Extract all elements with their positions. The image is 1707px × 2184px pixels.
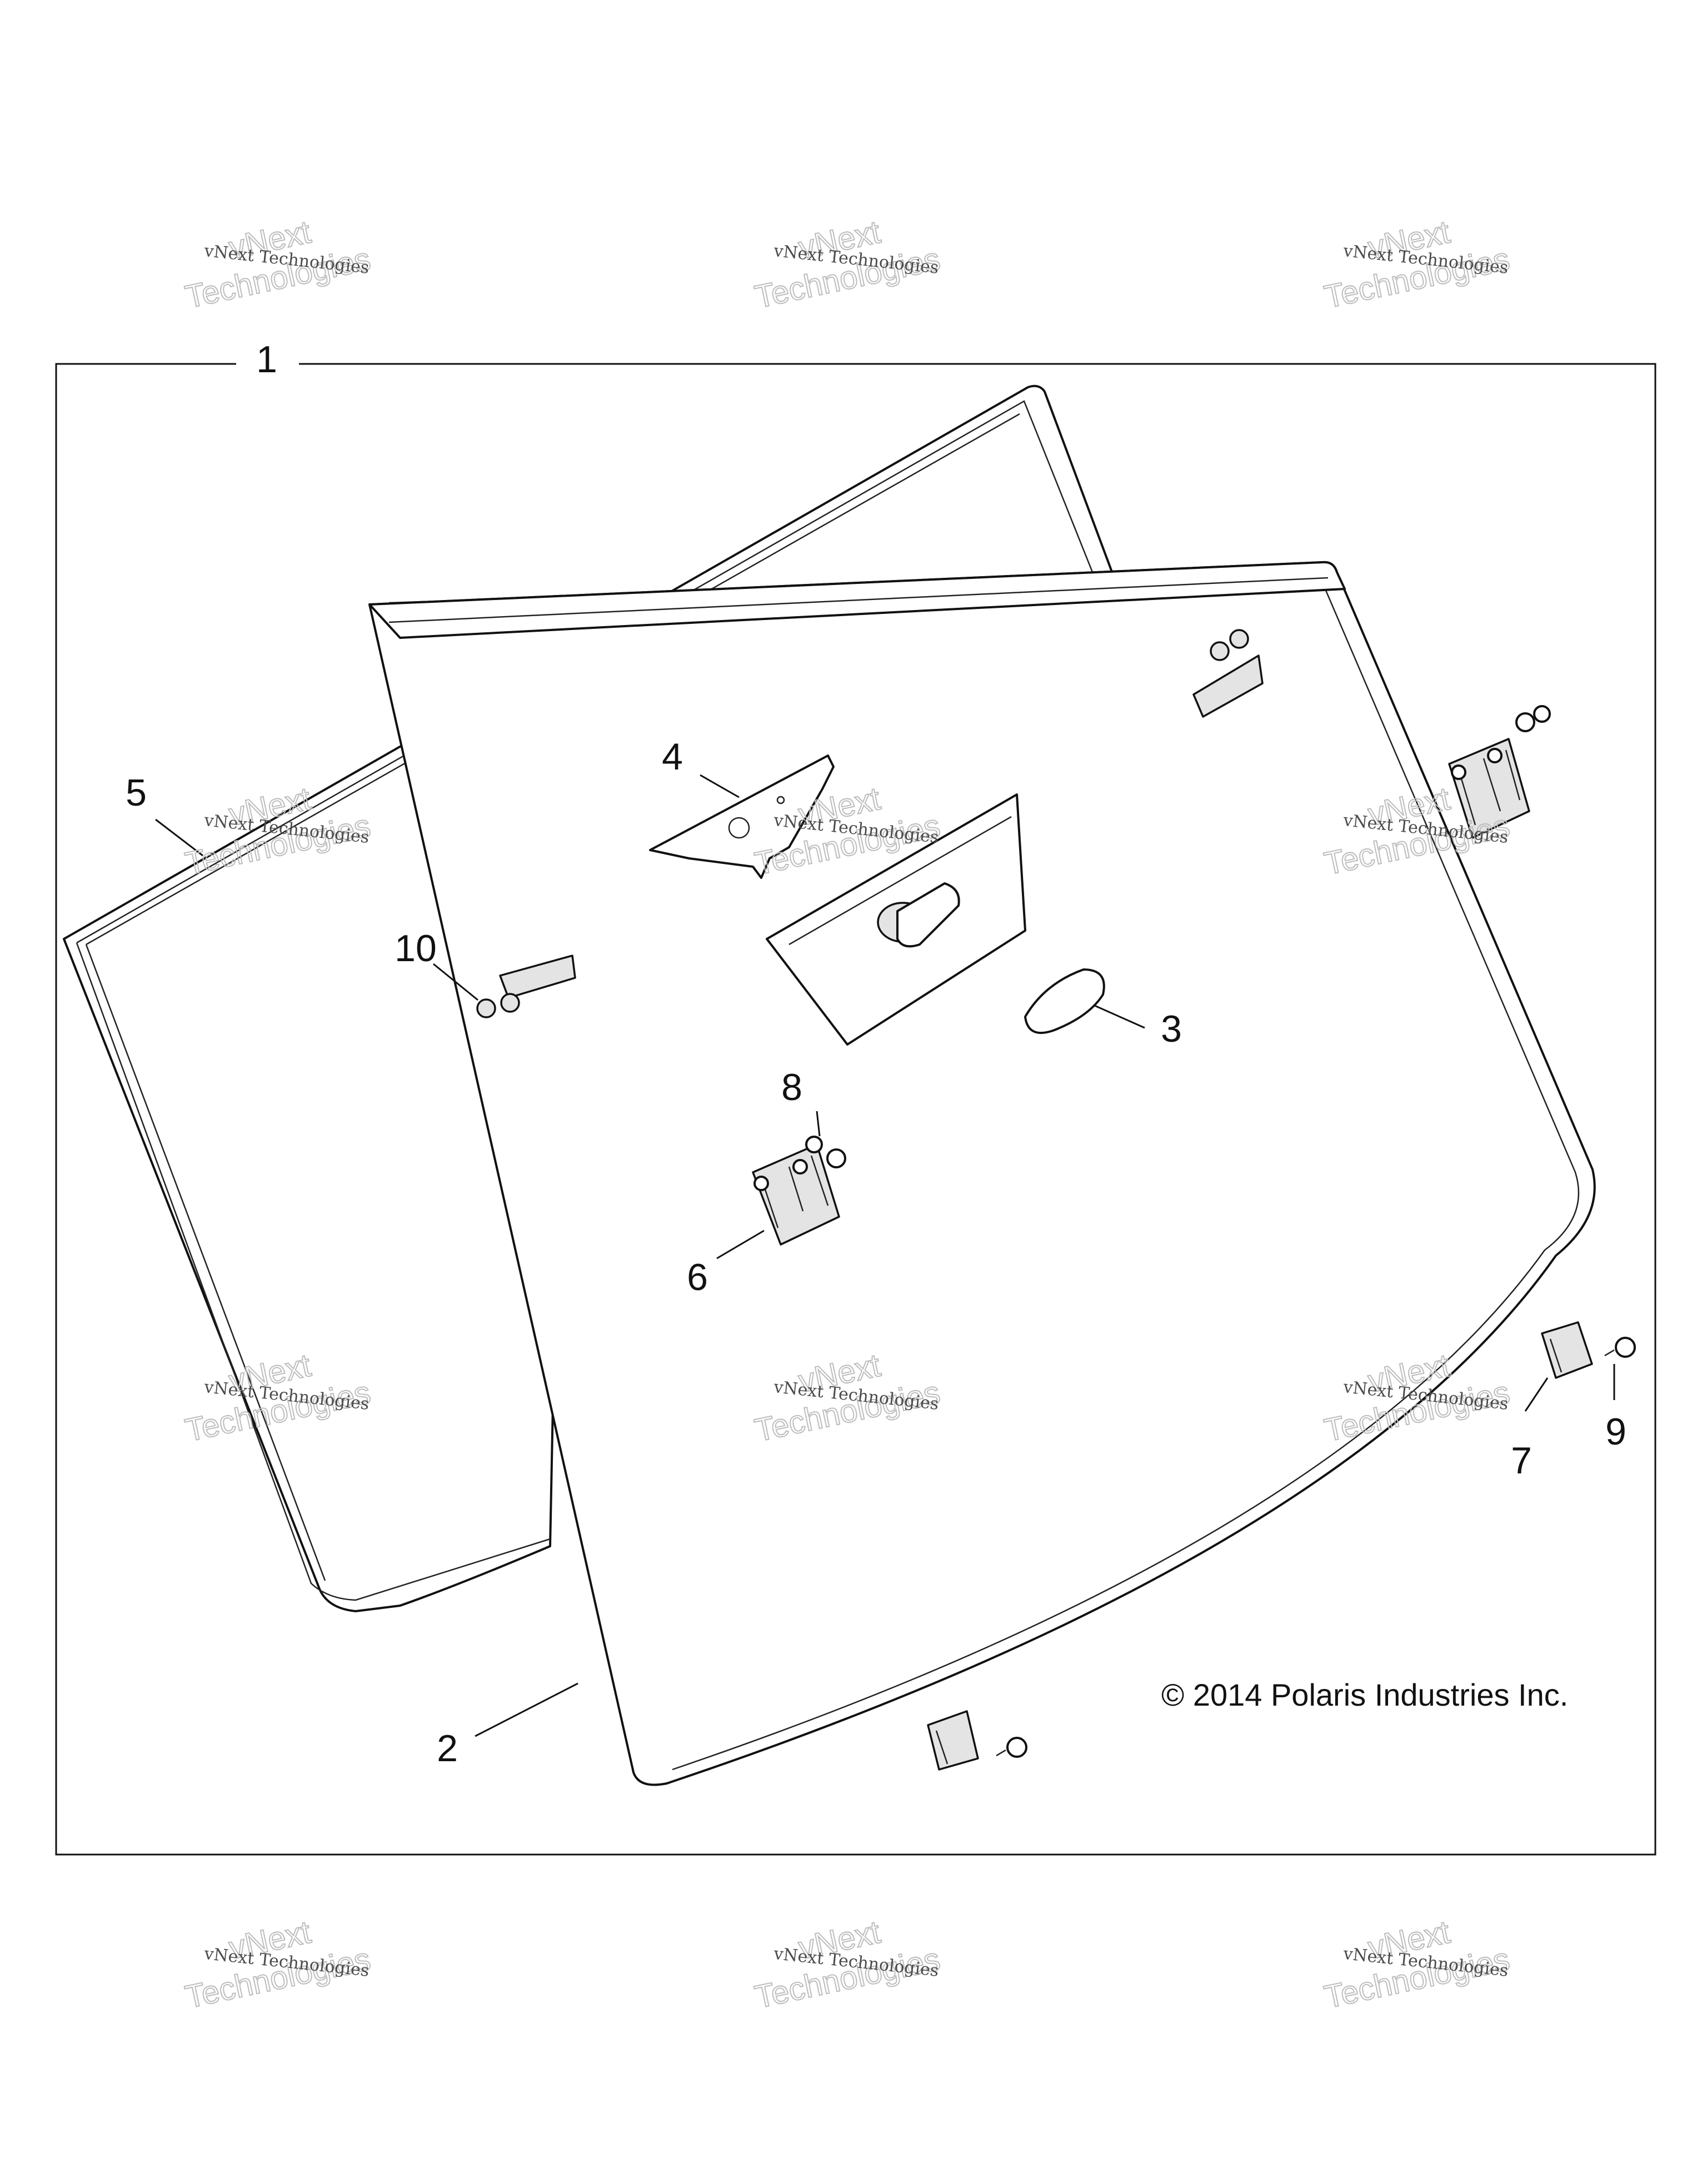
callout-9: 9	[1605, 1411, 1626, 1453]
copyright-text: © 2014 Polaris Industries Inc.	[1161, 1677, 1568, 1712]
part-9-screws	[996, 1337, 1636, 1758]
callout-5: 5	[126, 772, 147, 814]
callout-3: 3	[1161, 1008, 1182, 1050]
watermarks: vNext Technologies vNext Technologies vN…	[182, 213, 1514, 2016]
callout-6: 6	[687, 1256, 708, 1298]
callout-7: 7	[1511, 1440, 1532, 1482]
part-7-clips	[927, 1321, 1593, 1771]
part-2-glass	[368, 561, 1596, 1786]
part-10-nuts	[476, 629, 1249, 1018]
callout-2: 2	[437, 1727, 458, 1770]
assembly-frame	[55, 363, 1656, 1856]
callout-labels: 1 2 3 4 5 6 7 8 9 10	[126, 338, 1626, 1770]
part-8-pins	[805, 705, 1551, 1168]
part-6-hinge	[752, 1143, 840, 1246]
hinge-upper-right	[1448, 738, 1530, 839]
callout-8: 8	[781, 1066, 802, 1108]
part-4-bracket	[649, 754, 835, 879]
callout-1: 1	[256, 338, 277, 381]
leader-lines	[155, 774, 1615, 1737]
part-3-cap	[877, 882, 1105, 1034]
callout-4: 4	[662, 736, 683, 778]
callout-10: 10	[395, 927, 437, 969]
